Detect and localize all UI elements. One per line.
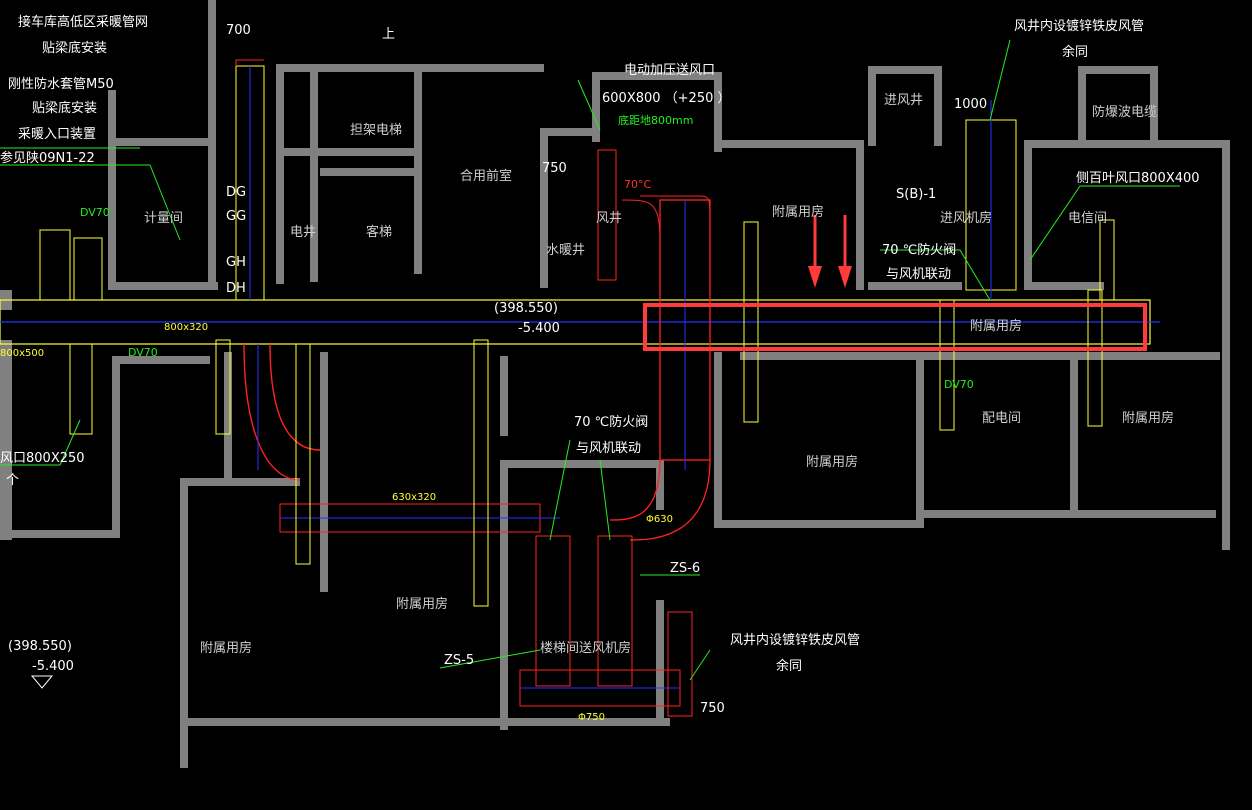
label-pipe-dg: DG: [226, 185, 246, 200]
dim-700: 700: [226, 23, 251, 38]
label-top-left-3: 刚性防水套管M50: [8, 76, 114, 92]
label-stair-supply-fan: 楼梯间送风机房: [540, 640, 631, 656]
label-dv70-c: DV70: [944, 378, 974, 391]
up-mark: 上: [382, 27, 395, 42]
duct-network: [0, 59, 1160, 717]
label-shared-lobby: 合用前室: [460, 168, 512, 184]
label-aux-room-1: 附属用房: [772, 204, 824, 220]
label-top-left-4: 贴梁底安装: [32, 100, 97, 116]
label-shaft-liner-bottom: 风井内设镀锌铁皮风管: [730, 632, 860, 648]
review-annotations: [643, 215, 1147, 351]
label-dv70-b: DV70: [128, 346, 158, 359]
label-elevation-left-val: -5.400: [32, 659, 74, 674]
label-pipe-dh: DH: [226, 281, 246, 296]
label-elec-shaft: 电井: [290, 225, 316, 240]
label-aux-room-3: 附属用房: [1122, 410, 1174, 426]
label-comm-room: 电信间: [1068, 211, 1107, 226]
dim-750: 750: [542, 161, 567, 176]
label-aux-room-4: 附属用房: [806, 454, 858, 470]
label-top-left-1: 接车库高低区采暖管网: [18, 14, 148, 30]
label-partial-left: 个: [6, 473, 19, 488]
label-sb1: S(B)-1: [896, 187, 936, 202]
label-wind-shaft: 风井: [596, 211, 622, 226]
arrow-down-icon: [838, 266, 852, 288]
text-labels: 接车库高低区采暖管网 贴梁底安装 刚性防水套管M50 贴梁底安装 采暖入口装置 …: [0, 14, 1200, 723]
label-elevation-main: (398.550): [494, 301, 558, 316]
label-pipe-gh: GH: [226, 255, 246, 270]
label-fan-link-b: 与风机联动: [576, 441, 641, 456]
label-top-left-6: 参见陕09N1-22: [0, 150, 95, 166]
label-aux-room-2: 附属用房: [970, 318, 1022, 334]
label-dv70-a: DV70: [80, 206, 110, 219]
label-substation: 配电间: [982, 411, 1021, 426]
label-fan-link-a: 与风机联动: [886, 267, 951, 282]
label-top-left-5: 采暖入口装置: [18, 127, 96, 142]
label-same-as-top: 余同: [1062, 44, 1088, 60]
label-phi630: Φ630: [646, 514, 673, 525]
label-explosion-proof-cable: 防爆波电缆: [1092, 104, 1157, 120]
label-pressurized-outlet: 电动加压送风口: [624, 63, 715, 78]
label-partial-left-2: 风口800X250: [0, 451, 85, 466]
label-metering-room: 计量间: [144, 211, 183, 226]
label-intake-fan-room: 进风机房: [940, 210, 992, 226]
label-fire-damper-a: 70 ℃防火阀: [882, 242, 956, 258]
label-top-left-2: 贴梁底安装: [42, 40, 107, 56]
arrow-down-icon: [808, 266, 822, 288]
label-pressurized-height: 底距地800mm: [618, 113, 693, 127]
highlight-box: [643, 303, 1147, 351]
elevation-marker-icon: [30, 675, 54, 689]
label-aux-room-5: 附属用房: [396, 596, 448, 612]
dim-1000: 1000: [954, 97, 987, 112]
leaders-green: [0, 39, 1180, 681]
label-water-heat-shaft: 水暖井: [546, 243, 585, 258]
label-aux-room-6: 附属用房: [200, 640, 252, 656]
label-side-louver: 侧百叶风口800X400: [1076, 171, 1200, 186]
label-elevation-main-val: -5.400: [518, 321, 560, 336]
label-duct-630x320-b: 630x320: [392, 492, 436, 503]
label-elevation-left: (398.550): [8, 639, 72, 654]
label-zs5: ZS-5: [444, 653, 474, 668]
label-pressurized-size: 600X800 （+250 ）: [602, 91, 731, 106]
walls: [0, 0, 1230, 768]
label-phi750: Φ750: [578, 712, 605, 723]
label-duct-800x320: 800x320: [164, 322, 208, 333]
temp-70c: 70°C: [624, 178, 651, 191]
label-elevator-stretcher: 担架电梯: [350, 123, 402, 138]
label-same-as-bottom: 余同: [776, 658, 802, 674]
label-shaft-liner-top: 风井内设镀锌铁皮风管: [1014, 18, 1144, 34]
label-air-intake-shaft: 进风井: [884, 93, 923, 108]
label-dim-750-b: 750: [700, 701, 725, 716]
label-zs6: ZS-6: [670, 561, 700, 576]
label-fire-damper-b: 70 ℃防火阀: [574, 414, 648, 430]
label-pipe-gg: GG: [226, 209, 246, 224]
label-elevator-guest: 客梯: [366, 224, 392, 240]
label-duct-800x500: 800x500: [0, 348, 44, 359]
